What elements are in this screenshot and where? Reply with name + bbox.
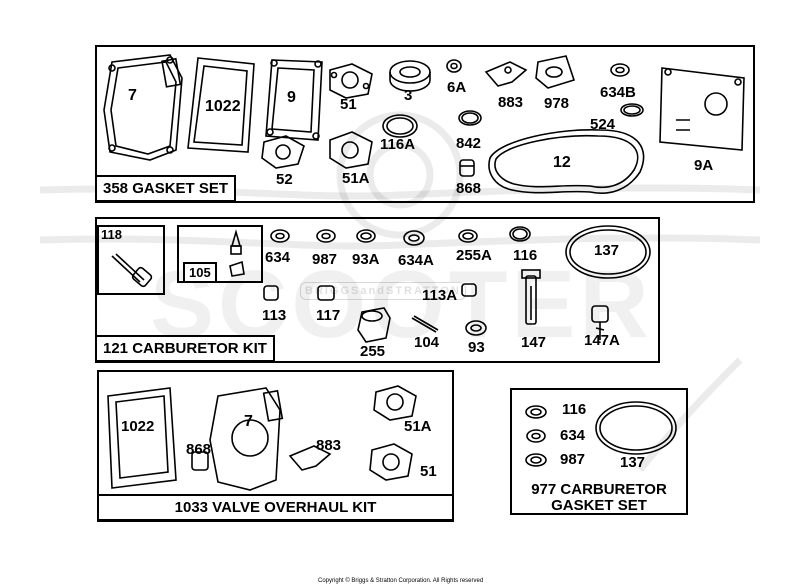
part-label: 868 xyxy=(456,180,482,197)
gasket-set-frame xyxy=(95,45,755,203)
part-label: 524 xyxy=(590,116,616,133)
part-7-head-gasket xyxy=(103,54,183,161)
carb-gasket-frame xyxy=(510,388,688,515)
valve-kit-frame xyxy=(97,370,454,522)
carburetor-kit-label: 121 CARBURETOR KIT xyxy=(95,335,275,362)
part-label: 1022 xyxy=(205,98,241,115)
part-label: 118 xyxy=(101,227,122,242)
part-label: 255A xyxy=(456,247,492,264)
carb-gasket-label-line2: GASKET SET xyxy=(551,496,647,514)
carb-gasket-label: 977 CARBURETOR GASKET SET xyxy=(510,478,688,518)
valve-kit-label: 1033 VALVE OVERHAUL KIT xyxy=(97,494,454,521)
part-label: 883 xyxy=(316,437,342,454)
part-label: 104 xyxy=(414,334,440,351)
part-118-frame xyxy=(97,225,165,295)
part-978-gasket xyxy=(535,55,576,89)
part-label: 987 xyxy=(560,451,586,468)
carb-gasket-label-line1: 977 CARBURETOR xyxy=(531,481,667,498)
part-label: 634 xyxy=(265,249,291,266)
part-105-frame xyxy=(177,225,263,283)
part-label: 113 xyxy=(262,307,287,324)
part-label: 93 xyxy=(468,339,485,356)
part-label: 978 xyxy=(544,95,570,112)
part-label: 147 xyxy=(521,334,547,351)
part-label: 51A xyxy=(404,418,432,435)
part-51-gasket xyxy=(329,63,373,99)
part-label: 137 xyxy=(620,454,646,471)
part-label: 842 xyxy=(456,135,482,152)
part-label: 51A xyxy=(342,170,370,187)
part-label: 116A xyxy=(380,136,416,153)
part-label: 634 xyxy=(560,427,586,444)
part-label: 52 xyxy=(276,171,293,188)
watermark-badge: BRIGGSandSTRATTON xyxy=(300,282,466,300)
part-3-seal xyxy=(389,60,431,84)
part-label: 93A xyxy=(352,251,380,268)
part-1022-gasket xyxy=(187,57,255,153)
part-label: 137 xyxy=(594,242,620,259)
part-label: 868 xyxy=(186,441,212,458)
part-label: 6A xyxy=(447,79,467,96)
part-label: 116 xyxy=(562,401,587,418)
part-label: 113A xyxy=(422,287,458,304)
part-label: 105 xyxy=(183,262,217,283)
part-label: 12 xyxy=(553,154,571,171)
part-label: 51 xyxy=(420,463,437,480)
part-label: 255 xyxy=(360,343,386,360)
part-label: 987 xyxy=(312,251,338,268)
part-9-gasket xyxy=(265,59,323,141)
part-label: 7 xyxy=(128,87,137,104)
part-label: 51 xyxy=(340,96,357,113)
part-label: 634A xyxy=(398,252,434,269)
part-label: 1022 xyxy=(121,418,155,435)
part-label: 9 xyxy=(287,89,296,106)
copyright-text: Copyright © Briggs & Stratton Corporatio… xyxy=(318,578,484,584)
part-label: 9A xyxy=(694,157,714,174)
part-883-plate xyxy=(484,61,528,87)
gasket-set-label: 358 GASKET SET xyxy=(95,175,237,202)
part-label: 147A xyxy=(584,332,620,349)
part-label: 7 xyxy=(244,413,253,430)
part-label: 634B xyxy=(600,84,636,101)
part-12-gasket xyxy=(488,128,645,194)
carburetor-kit-frame xyxy=(95,217,660,363)
part-label: 883 xyxy=(498,94,524,111)
part-9A-gasket xyxy=(659,67,745,151)
part-label: 117 xyxy=(316,307,341,324)
part-label: 116 xyxy=(513,247,538,264)
part-label: 3 xyxy=(404,87,413,104)
